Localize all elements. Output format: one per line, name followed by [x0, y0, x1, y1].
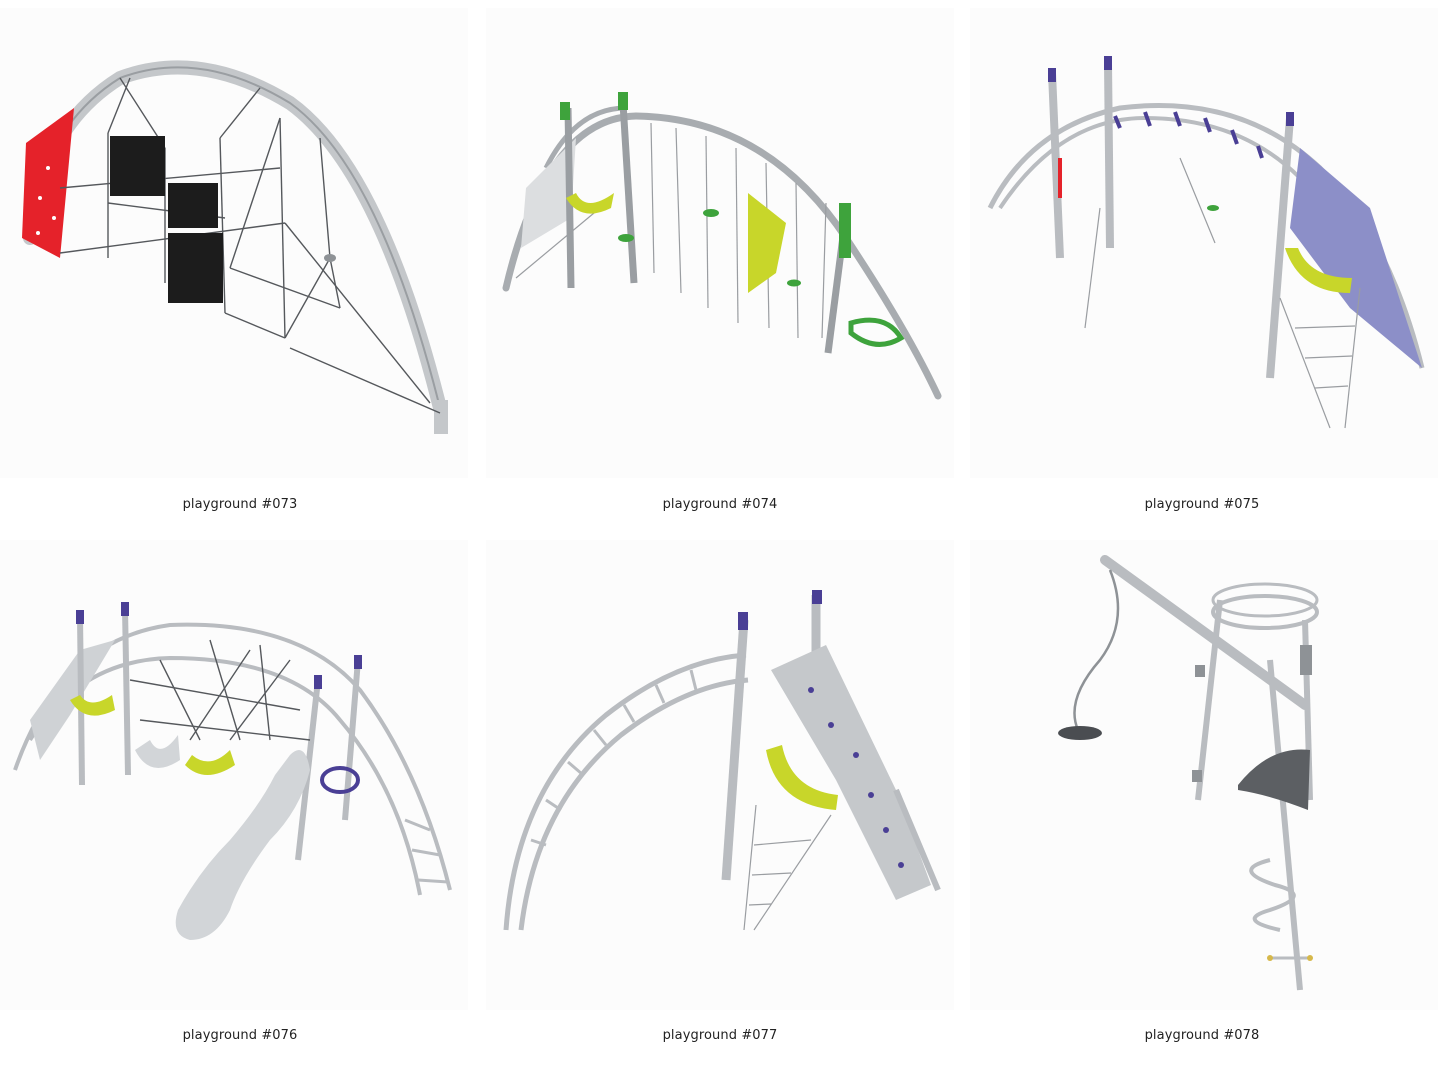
product-caption[interactable]: playground #074 [662, 497, 778, 512]
product-image-078[interactable] [970, 540, 1438, 1010]
product-caption[interactable]: playground #076 [182, 1028, 298, 1043]
product-caption[interactable]: playground #077 [662, 1028, 778, 1043]
playground-073-illustration [22, 60, 448, 434]
product-caption[interactable]: playground #073 [182, 497, 298, 512]
playground-077-illustration [503, 590, 941, 931]
playground-076-illustration [13, 602, 452, 940]
playground-075-illustration [987, 56, 1425, 429]
product-image-075[interactable] [970, 8, 1438, 478]
playground-078-illustration [1058, 555, 1319, 991]
product-image-077[interactable] [486, 540, 954, 1010]
product-image-074[interactable] [486, 8, 954, 478]
product-image-073[interactable] [0, 8, 468, 478]
product-caption[interactable]: playground #078 [1144, 1028, 1260, 1043]
product-caption[interactable]: playground #075 [1144, 497, 1260, 512]
product-image-076[interactable] [0, 540, 468, 1010]
playground-074-illustration [502, 92, 942, 400]
